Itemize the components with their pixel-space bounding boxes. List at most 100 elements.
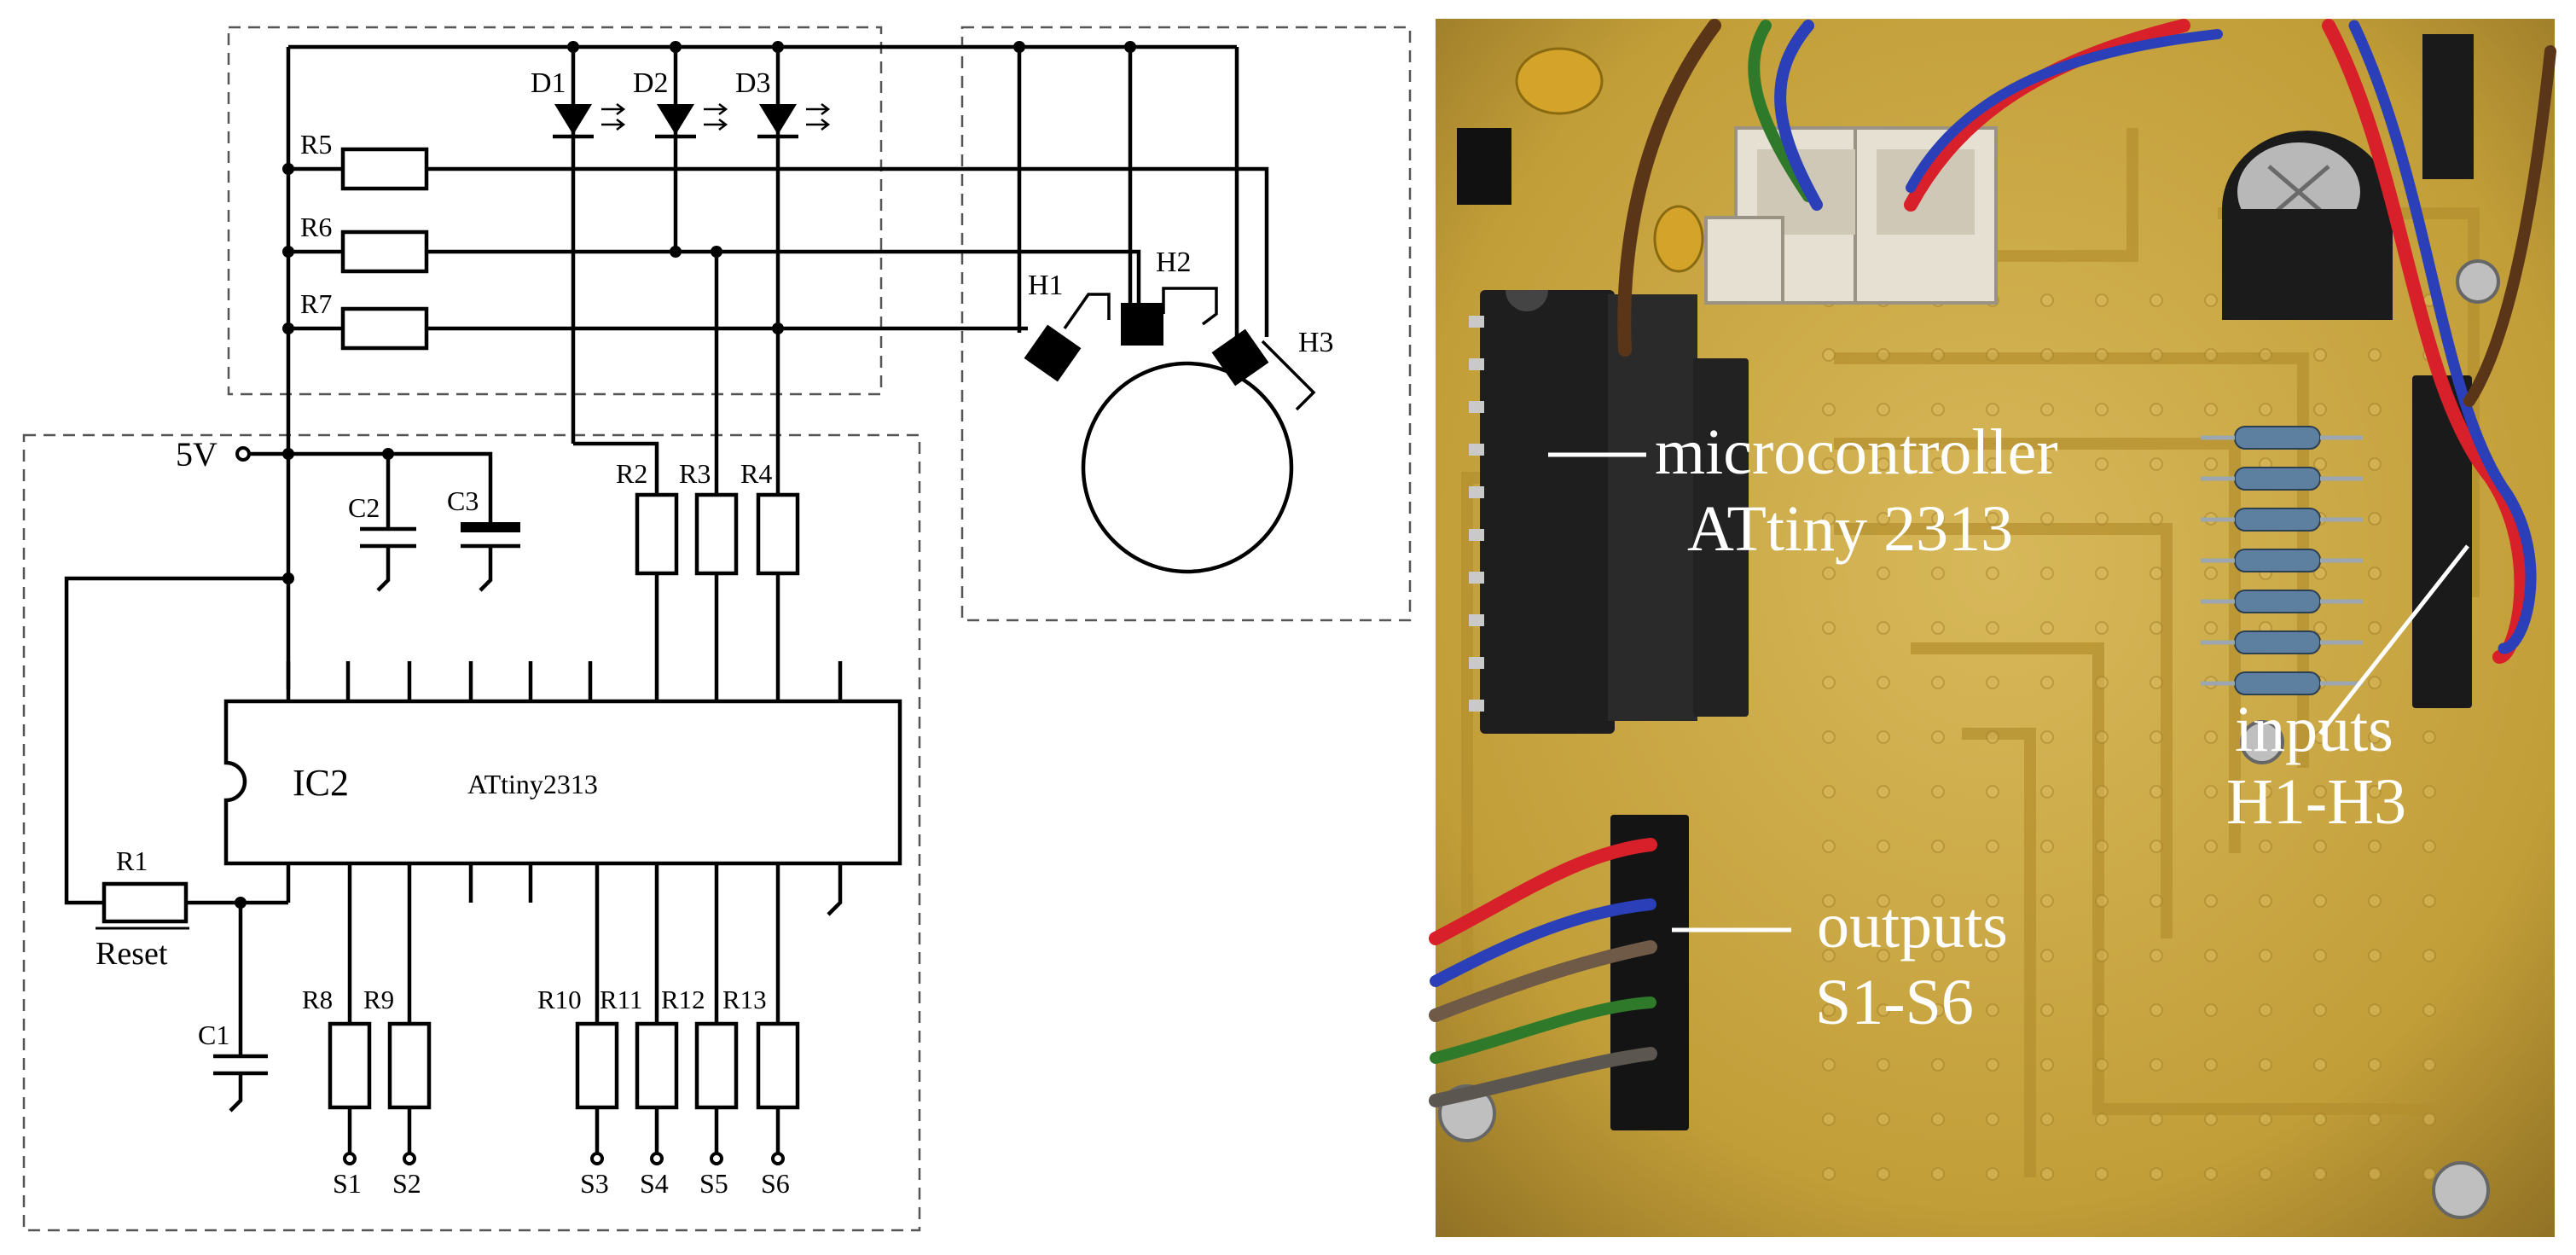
r6-row [288,249,1141,303]
led-d3 [757,103,831,139]
resistor-r4 [756,492,800,576]
wire-green [1748,20,1814,202]
label-d2: D2 [633,67,669,99]
label-s5: S5 [699,1168,728,1199]
label-r7: R7 [300,288,332,319]
label-outputs-line2: S1-S6 [1815,967,1974,1038]
label-r6: R6 [300,212,332,242]
c2-wire [360,454,416,592]
hall-sensor-h2 [1121,287,1218,346]
label-c1: C1 [198,1020,229,1050]
wires [1429,19,2556,1107]
ic-ref: IC2 [293,762,349,804]
label-r5: R5 [300,129,332,160]
label-r2: R2 [616,458,647,489]
label-r9: R9 [363,985,394,1014]
electrolytic-capacitor [2222,131,2393,320]
label-h2: H2 [1156,247,1192,278]
leader-inputs [2318,544,2469,735]
label-s1: S1 [333,1168,362,1199]
mcu-pin-header [1693,358,1749,717]
label-r1: R1 [116,845,148,876]
input-header [2412,375,2472,708]
hall-sensor-h1 [1024,293,1111,382]
output-connector [1610,815,1689,1130]
label-r12: R12 [661,985,705,1014]
schematic: D1 D2 D3 R5 R6 R7 [22,26,1412,1232]
resistor-r5 [340,147,429,191]
label-reset: Reset [96,936,168,972]
ic-body [223,699,902,866]
label-inputs-line1: inputs [2235,694,2393,765]
wire-green-bottom [1430,996,1656,1064]
ic-top-pins [286,661,843,701]
hall-sensor-h3 [1211,328,1316,411]
wire-red-bottom [1429,838,1657,945]
label-h1: H1 [1028,270,1064,301]
label-mcu-line1: microcontroller [1655,416,2058,488]
motor-sensor-box [960,26,1412,622]
resistor-r8 [328,1021,372,1110]
resistor-r12 [694,1021,739,1110]
resistor-r10 [575,1021,619,1110]
label-d3: D3 [735,67,771,99]
wire-blue-top [1774,20,1823,211]
controller-board-box [22,433,921,1232]
screws [1438,259,2500,1219]
resistor-array [2201,426,2363,695]
wire-brown-top [1617,19,1721,357]
resistor-r1 [102,881,189,924]
reset-loop [64,576,288,905]
c3-wire [461,512,520,592]
label-h3: H3 [1298,327,1334,358]
label-5v: 5V [176,435,218,474]
pcb-photo: microcontroller ATtiny 2313 inputs H1-H3… [1429,19,2556,1237]
led-board-box [227,26,883,396]
c1-wire [213,903,268,1113]
capacitor-c3-plate [461,522,520,532]
ceramic-capacitor-1 [1515,47,1604,115]
resistor-r13 [756,1021,800,1110]
resistor-r11 [635,1021,679,1110]
wire-grey-bottom [1429,1047,1657,1107]
wire-brown-right [2463,45,2556,407]
top-connectors [1704,126,1998,305]
r2-lead [573,441,659,701]
label-inputs-line2: H1-H3 [2226,766,2406,838]
microcontroller-chip [1469,290,1697,734]
wire-brown-bottom [1429,940,1657,1022]
label-s2: S2 [392,1168,421,1199]
label-c2: C2 [348,492,380,523]
pcb-pad-grid [1783,290,2440,1211]
resistor-r6 [340,230,429,274]
resistor-r7 [340,306,429,351]
label-s6: S6 [761,1168,790,1199]
wire-blue-right [2348,20,2537,654]
r5-row [288,166,1269,337]
motor-circle [1081,361,1294,574]
ic-part: ATtiny2313 [467,769,598,799]
ceramic-capacitor-2 [1653,205,1704,273]
resistor-r9 [387,1021,432,1110]
ic-bottom-pins [286,863,843,1024]
output-leads [347,1107,780,1153]
wire-blue-top2 [1906,29,2223,193]
led-d1 [553,103,626,139]
output-terminals [343,1152,785,1165]
wire-red-right [2322,19,2528,664]
supply-bus [249,451,493,512]
label-s4: S4 [640,1168,669,1199]
label-r4: R4 [740,458,772,489]
wire-blue-bottom [1430,898,1656,987]
resistor-r2 [635,492,679,576]
led-d2 [655,103,728,139]
label-r11: R11 [600,985,643,1014]
junctions [235,41,1136,909]
label-r10: R10 [537,985,582,1014]
top-right-header [2422,34,2474,179]
label-r3: R3 [679,458,711,489]
label-d1: D1 [531,67,566,99]
jumper-header [1457,128,1511,205]
supply-terminal [235,446,251,462]
